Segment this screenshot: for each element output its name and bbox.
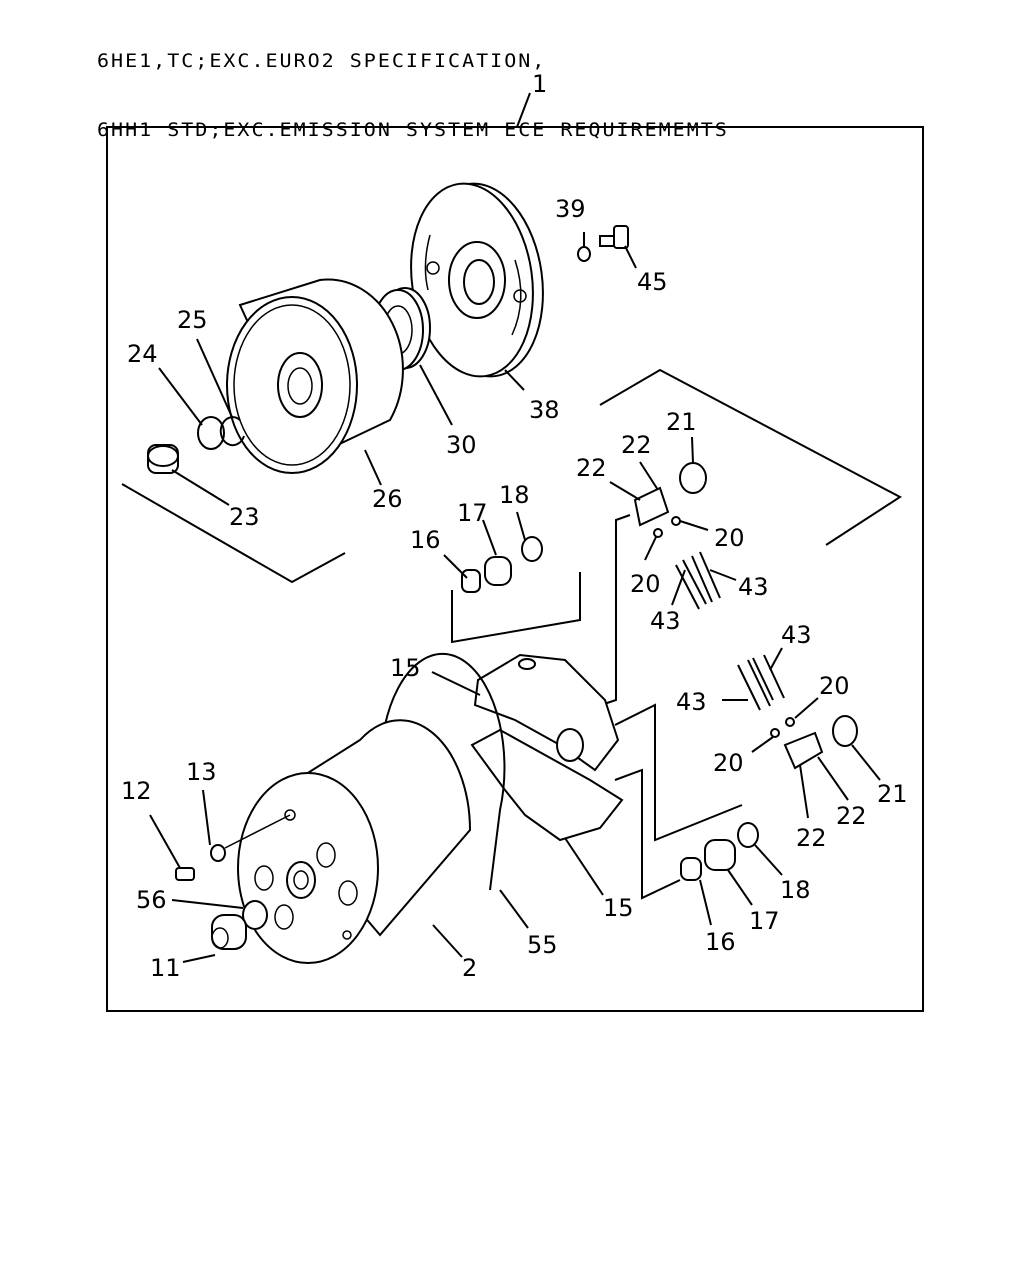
bracket-line-middle (451, 572, 581, 644)
part-21-lower (832, 715, 858, 747)
label-45: 45 (637, 268, 668, 296)
part-25-clip (219, 416, 245, 447)
part-20-lower-b (770, 728, 780, 738)
part-2-housing (237, 719, 472, 964)
part-labels: 1 39 45 38 30 26 25 24 23 21 22 22 20 20… (121, 70, 908, 982)
bolt-axis-line (224, 814, 291, 849)
part-22-upper (633, 486, 670, 527)
part-11-plug (211, 914, 247, 950)
label-23: 23 (229, 503, 260, 531)
label-20-upper-b: 20 (630, 570, 661, 598)
label-1: 1 (532, 70, 547, 98)
label-15-lower: 15 (603, 894, 634, 922)
label-22-upper-a: 22 (621, 431, 652, 459)
part-39-washer (577, 246, 591, 262)
part-26-housing (226, 278, 404, 474)
label-20-lower-a: 20 (819, 672, 850, 700)
bracket-line-right-lower (614, 703, 743, 842)
label-25: 25 (177, 306, 208, 334)
leader-1 (516, 92, 531, 128)
leader-lines (149, 232, 881, 963)
part-38-plate (410, 182, 544, 378)
header-line-1: 6HE1,TC;EXC.EURO2 SPECIFICATION, (97, 49, 547, 72)
part-21-upper (679, 462, 707, 494)
part-20-upper-a (671, 516, 681, 526)
label-18-upper: 18 (499, 481, 530, 509)
part-24-washer (197, 416, 225, 450)
part-18-lower (737, 822, 759, 848)
part-18-upper (521, 536, 543, 562)
bracket-line-upper-right (599, 368, 902, 546)
part-23-plug (147, 444, 179, 474)
assembly-frame (106, 126, 924, 1012)
label-55: 55 (527, 931, 558, 959)
label-15-upper: 15 (390, 654, 421, 682)
bracket-line-right-upper (597, 514, 631, 707)
label-16-lower: 16 (705, 928, 736, 956)
part-17-lower (704, 839, 736, 871)
label-22-lower-a: 22 (836, 802, 867, 830)
part-15-lower-weight (470, 728, 624, 842)
part-43-springs-upper (675, 551, 721, 610)
part-15-upper-weight (473, 653, 620, 772)
header-line-2: 6HH1 STD;EXC.EMISSION SYSTEM ECE REQUIRE… (97, 118, 729, 141)
part-45-bolt (599, 225, 629, 249)
label-21-lower: 21 (877, 780, 908, 808)
part-20-lower-a (785, 717, 795, 727)
label-13: 13 (186, 758, 217, 786)
label-26: 26 (372, 485, 403, 513)
label-22-upper-b: 22 (576, 454, 607, 482)
part-17-upper (484, 556, 512, 586)
label-18-lower: 18 (780, 876, 811, 904)
part-20-upper-b (653, 528, 663, 538)
label-12: 12 (121, 777, 152, 805)
label-43-upper-a: 43 (738, 573, 769, 601)
label-43-lower-a: 43 (781, 621, 812, 649)
part-56-oring (242, 900, 268, 930)
label-56: 56 (136, 886, 167, 914)
bracket-line-upper-left (121, 483, 346, 584)
part-16-upper (461, 569, 481, 593)
diagram-header: 6HE1,TC;EXC.EURO2 SPECIFICATION, 6HH1 ST… (97, 4, 729, 165)
label-11: 11 (150, 954, 181, 982)
part-22-lower (783, 731, 824, 770)
label-17-upper: 17 (457, 499, 488, 527)
label-24: 24 (127, 340, 158, 368)
label-43-upper-b: 43 (650, 607, 681, 635)
label-17-lower: 17 (749, 907, 780, 935)
part-12-bolt (175, 867, 195, 881)
label-30: 30 (446, 431, 477, 459)
label-39: 39 (555, 195, 586, 223)
label-43-lower-b: 43 (676, 688, 707, 716)
label-16-upper: 16 (410, 526, 441, 554)
label-22-lower-b: 22 (796, 824, 827, 852)
label-2: 2 (462, 954, 477, 982)
label-38: 38 (529, 396, 560, 424)
label-20-lower-b: 20 (713, 749, 744, 777)
part-55-ring (384, 652, 506, 891)
label-20-upper-a: 20 (714, 524, 745, 552)
label-21-upper: 21 (666, 408, 697, 436)
part-43-springs-lower (737, 654, 785, 711)
part-13-washer (210, 844, 226, 862)
bracket-line-right-bottom (614, 768, 681, 900)
part-16-lower (680, 857, 702, 881)
